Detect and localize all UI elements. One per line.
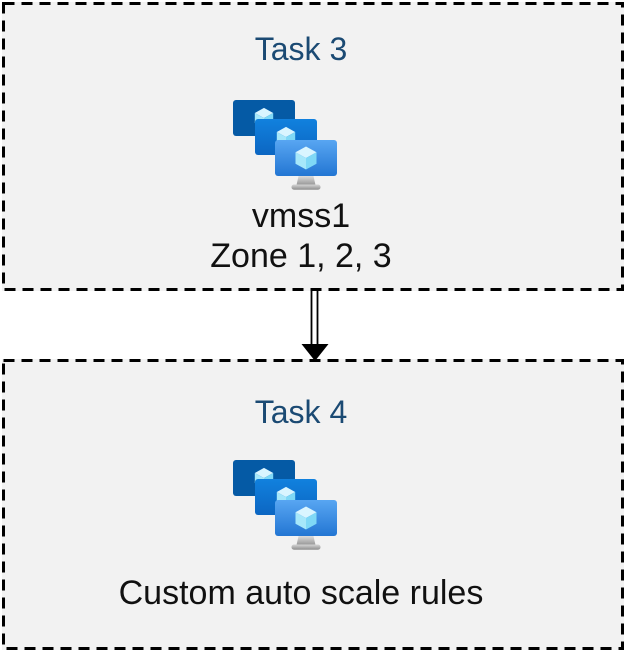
down-arrow-connector	[301, 291, 329, 361]
task4-box: Task 4 Custom auto scale rules	[2, 359, 624, 650]
task4-title: Task 4	[254, 394, 348, 430]
task3-title: Task 3	[254, 31, 348, 67]
autoscale-rules-text: Custom auto scale rules	[118, 574, 484, 612]
vmss-name-text: vmss1	[251, 197, 351, 235]
vmss-icon	[233, 100, 337, 190]
task3-box: Task 3 vmss1 Zone 1, 2, 3	[2, 2, 624, 291]
task3-label: vmss1 Zone 1, 2, 3	[0, 196, 612, 276]
task4-label: Custom auto scale rules	[0, 573, 612, 613]
zones-text: Zone 1, 2, 3	[210, 237, 392, 275]
vmss-icon	[233, 460, 337, 550]
